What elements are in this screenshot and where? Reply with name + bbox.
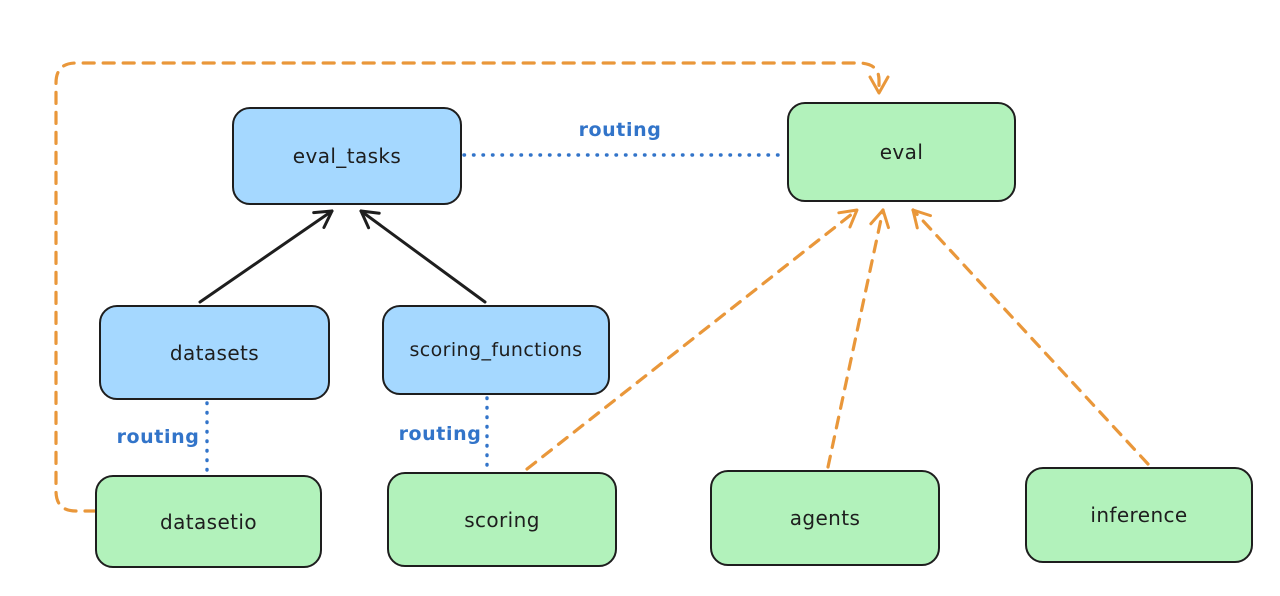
node-eval-tasks: eval_tasks [232, 107, 462, 205]
edge-scoring-to-eval [525, 208, 859, 471]
node-datasetio: datasetio [95, 475, 322, 568]
node-scoring-functions: scoring_functions [382, 305, 610, 395]
edge-scoring_functions-to-eval_tasks [359, 209, 487, 304]
node-inference: inference [1025, 467, 1253, 563]
node-eval-tasks-label: eval_tasks [292, 144, 402, 168]
edge-agents-to-eval [826, 208, 890, 469]
node-inference-label: inference [1090, 503, 1188, 527]
edge-datasets-to-eval_tasks [198, 209, 334, 304]
node-scoring-functions-label: scoring_functions [409, 339, 583, 361]
edge-label-routing-eval-tasks-eval: routing [578, 119, 662, 141]
node-datasetio-label: datasetio [159, 509, 257, 534]
node-datasets-label: datasets [169, 340, 260, 365]
node-agents: agents [710, 470, 940, 566]
node-eval-label: eval [879, 140, 924, 164]
edge-label-routing-datasets-datasetio: routing [116, 426, 200, 448]
edge-inference-to-eval [911, 208, 1150, 466]
edge-datasetio-to-eval [54, 61, 890, 513]
node-scoring: scoring [387, 472, 617, 567]
node-eval: eval [787, 102, 1016, 202]
node-datasets: datasets [99, 305, 330, 400]
node-scoring-label: scoring [464, 507, 540, 532]
node-agents-label: agents [789, 506, 861, 530]
edge-label-routing-scoring-functions-scoring: routing [398, 423, 482, 445]
